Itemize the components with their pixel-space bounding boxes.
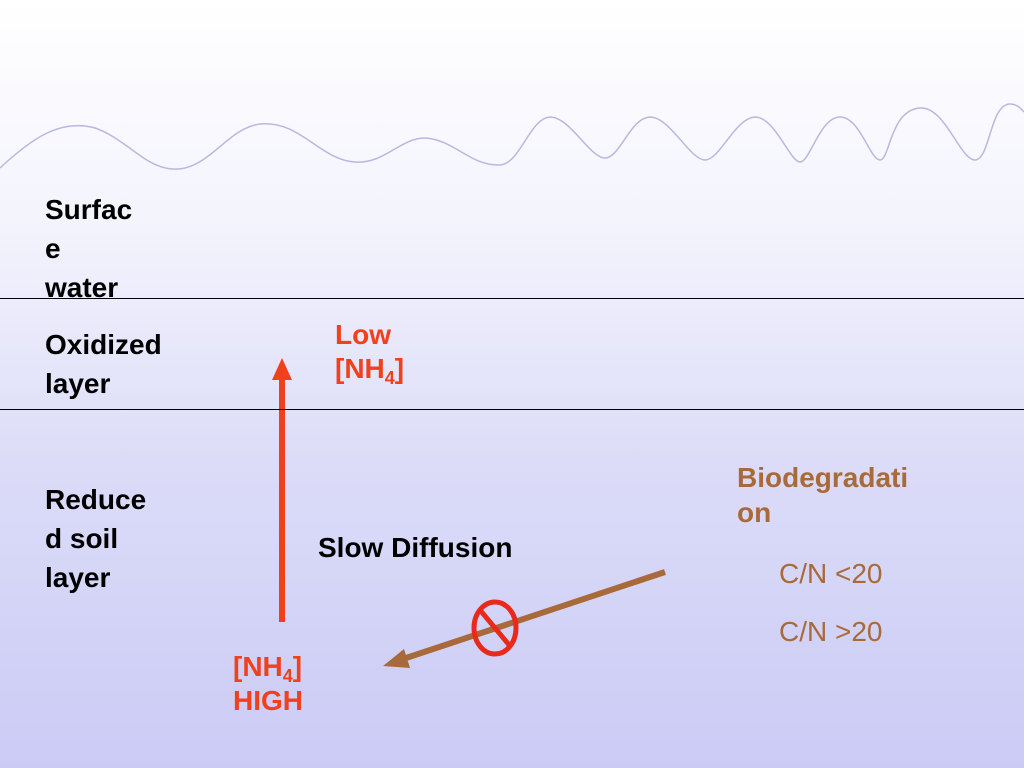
low-nh4-line1: Low [335, 319, 391, 350]
water-surface-wave [0, 103, 1024, 170]
diffusion-arrow-shaft [399, 569, 666, 663]
reduced-soil-layer-label: Reduce d soil layer [45, 484, 147, 593]
high-nh4-label: [NH4] HIGH [233, 650, 303, 718]
slow-diffusion-label: Slow Diffusion [318, 532, 513, 563]
cn-greater-than-20-label: C/N >20 [779, 616, 883, 647]
low-nh4-line2: [NH4] [335, 353, 405, 388]
high-nh4-line2: HIGH [233, 685, 303, 716]
cn-less-than-20-label: C/N <20 [779, 558, 883, 589]
oxidized-layer-label: Oxidized layer [45, 329, 162, 399]
high-nh4-line1: [NH4] [233, 651, 303, 686]
surface-water-label: Surfac e water [45, 194, 133, 303]
prohibited-icon [471, 599, 519, 657]
diffusion-arrow-head [383, 649, 410, 668]
oxidized-reduced-boundary [0, 409, 1024, 410]
surface-oxidized-boundary [0, 298, 1024, 299]
upward-arrow-head [272, 358, 292, 380]
biodegradation-label: Biodegradati on [737, 462, 909, 528]
low-nh4-label: Low [NH4] [335, 318, 405, 388]
